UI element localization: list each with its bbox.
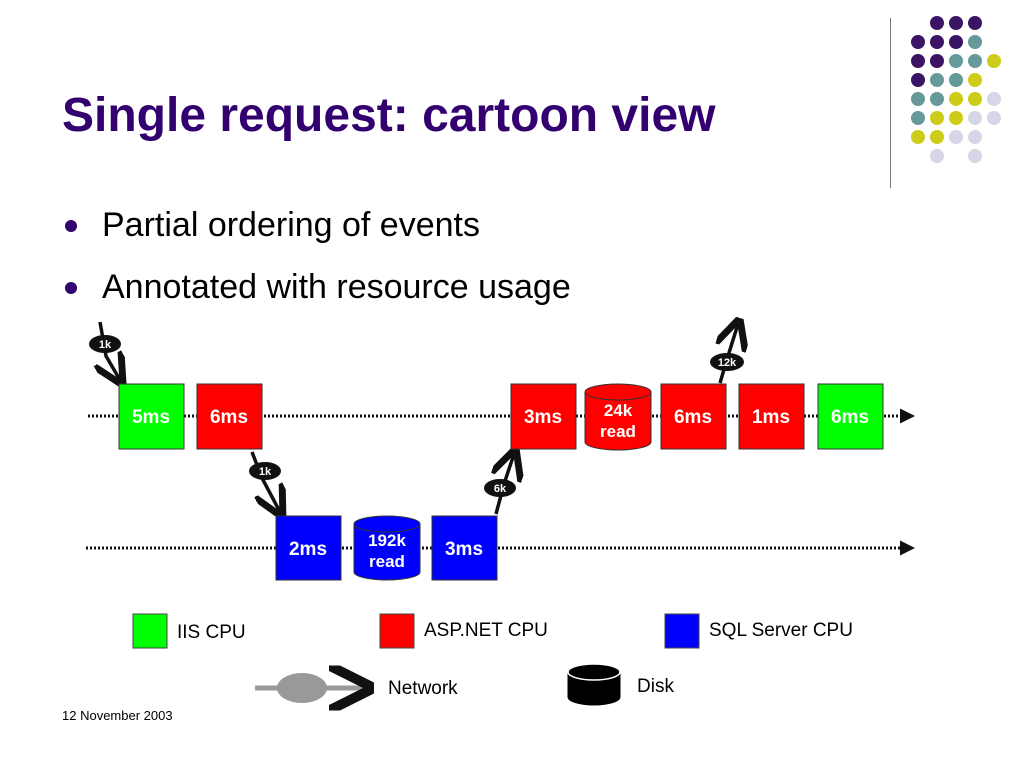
legend-sql-swatch — [664, 613, 700, 649]
decorative-dot — [930, 92, 944, 106]
box-label: 5ms — [132, 407, 170, 428]
network-arrow-out-12k: 12k — [710, 324, 744, 384]
slide-title: Single request: cartoon view — [62, 89, 716, 142]
legend-aspnet-swatch — [379, 613, 415, 649]
network-tag-label: 1k — [259, 466, 272, 478]
decorative-dot — [949, 54, 963, 68]
disk-label-line: 192k — [368, 531, 406, 550]
decorative-dot — [930, 35, 944, 49]
bullet-icon — [65, 282, 77, 294]
iis-cpu-box: 5ms — [118, 383, 185, 450]
legend-network-icon — [255, 673, 365, 703]
network-arrow-in-1k: 1k — [89, 321, 121, 380]
legend-sql-label: SQL Server CPU — [709, 620, 853, 641]
box-label: 1ms — [752, 407, 790, 428]
sql-disk-read: 192k read — [353, 515, 421, 581]
decorative-dot — [987, 111, 1001, 125]
legend-disk-label: Disk — [637, 676, 674, 697]
decorative-dot — [911, 35, 925, 49]
decorative-dot — [968, 54, 982, 68]
legend-iis-label: IIS CPU — [177, 622, 246, 643]
divider-line — [890, 18, 891, 188]
disk-label-line: 24k — [604, 401, 633, 420]
decorative-dot — [911, 54, 925, 68]
decorative-dot — [968, 149, 982, 163]
sql-cpu-box: 2ms — [275, 515, 342, 581]
decorative-dot — [930, 16, 944, 30]
legend-iis-swatch — [132, 613, 168, 649]
box-label: 3ms — [524, 407, 562, 428]
bullet-text: Partial ordering of events — [102, 206, 480, 244]
aspnet-cpu-box: 6ms — [196, 383, 263, 450]
network-arrow-1k-to-sql: 1k — [249, 451, 281, 512]
decorative-dot-grid — [911, 16, 1001, 163]
box-label: 6ms — [210, 407, 248, 428]
decorative-dot — [968, 35, 982, 49]
legend-disk-icon — [567, 663, 621, 706]
sql-cpu-box: 3ms — [431, 515, 498, 581]
decorative-dot — [911, 73, 925, 87]
decorative-dot — [949, 92, 963, 106]
decorative-dot — [949, 73, 963, 87]
disk-label-line: read — [369, 552, 405, 571]
aspnet-cpu-box: 6ms — [660, 383, 727, 450]
bullet-item: Partial ordering of events — [62, 200, 571, 262]
decorative-dot — [930, 149, 944, 163]
bullet-item: Annotated with resource usage — [62, 262, 571, 324]
legend-aspnet-label: ASP.NET CPU — [424, 620, 548, 641]
decorative-dot — [968, 16, 982, 30]
decorative-dot — [911, 111, 925, 125]
bullet-list: Partial ordering of events Annotated wit… — [62, 200, 571, 324]
aspnet-cpu-box: 3ms — [510, 383, 577, 450]
legend-network-label: Network — [388, 678, 458, 699]
decorative-dot — [949, 111, 963, 125]
decorative-dot — [949, 130, 963, 144]
decorative-dot — [968, 92, 982, 106]
network-tag-label: 6k — [494, 483, 507, 495]
decorative-dot — [930, 111, 944, 125]
disk-label: 24k read — [600, 401, 636, 441]
bullet-text: Annotated with resource usage — [102, 268, 571, 306]
decorative-dot — [911, 130, 925, 144]
decorative-dot — [968, 73, 982, 87]
decorative-dot — [949, 35, 963, 49]
network-arrow-6k-to-asp: 6k — [484, 454, 516, 515]
decorative-dot — [968, 130, 982, 144]
aspnet-cpu-box: 1ms — [738, 383, 805, 450]
decorative-dot — [911, 92, 925, 106]
iis-cpu-box: 6ms — [817, 383, 884, 450]
box-label: 3ms — [445, 539, 483, 560]
decorative-dot — [987, 54, 1001, 68]
decorative-dot — [930, 130, 944, 144]
decorative-dot — [987, 92, 1001, 106]
box-label: 2ms — [289, 539, 327, 560]
decorative-dot — [949, 16, 963, 30]
disk-label-line: read — [600, 422, 636, 441]
decorative-dot — [930, 73, 944, 87]
box-label: 6ms — [831, 407, 869, 428]
disk-label: 192k read — [368, 531, 406, 571]
aspnet-disk-read: 24k read — [584, 383, 652, 451]
network-tag-label: 1k — [99, 339, 112, 351]
footer-date: 12 November 2003 — [62, 708, 173, 723]
bullet-icon — [65, 220, 77, 232]
network-tag-label: 12k — [718, 357, 737, 369]
box-label: 6ms — [674, 407, 712, 428]
decorative-dot — [968, 111, 982, 125]
decorative-dot — [930, 54, 944, 68]
